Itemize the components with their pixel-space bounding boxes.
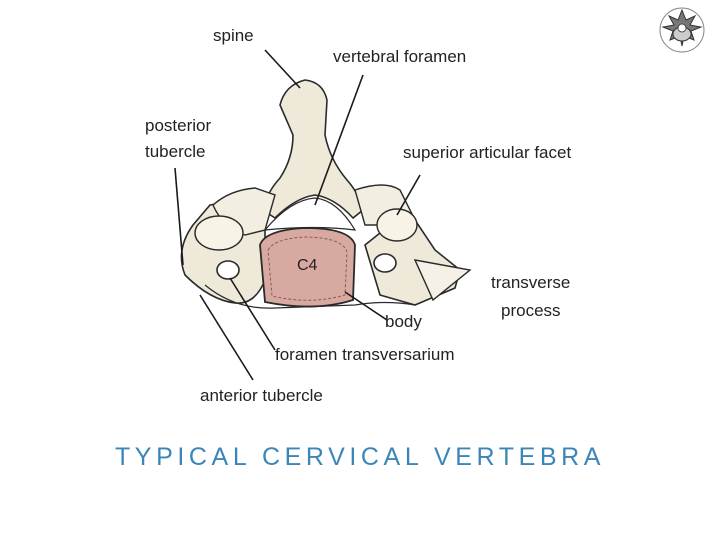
right-foramen-transversarium (373, 253, 397, 273)
inferior-outline (204, 284, 416, 309)
label-anterior-tubercle: anterior tubercle (200, 386, 323, 405)
label-superior-articular-facet: superior articular facet (403, 143, 572, 162)
right-transverse-tip (413, 259, 472, 302)
right-articular-facet (376, 208, 418, 242)
label-vertebral-foramen: vertebral foramen (333, 47, 467, 66)
leader-posterior-tubercle (174, 167, 184, 266)
leader-superior-articular-facet (396, 174, 421, 216)
label-foramen-transversarium: foramen transversarium (275, 345, 455, 364)
vertebral-body (259, 227, 356, 308)
leader-body (344, 291, 388, 321)
label-posterior-tubercle-line1: posterior (145, 116, 212, 135)
label-transverse-process-line1: transverse (491, 273, 571, 292)
vertebra-drawing (174, 49, 472, 381)
left-foramen-transversarium (216, 260, 240, 280)
leader-foramen-transversarium (229, 277, 276, 351)
spinous-process (262, 79, 364, 220)
label-posterior-tubercle-line2: tubercle (145, 142, 206, 161)
label-spine: spine (213, 26, 254, 45)
vertebra-figure: C4 spine vertebral foramen posterior tub… (115, 20, 620, 415)
vertebral-body-rim (267, 236, 348, 301)
leader-anterior-tubercle (199, 294, 254, 381)
slide-title: TYPICAL CERVICAL VERTEBRA (114, 443, 606, 471)
label-body: body (385, 312, 422, 331)
leader-vertebral-foramen (314, 74, 364, 206)
vertebra-logo-icon (657, 6, 707, 54)
left-articular-facet (194, 215, 244, 251)
label-transverse-process-line2: process (501, 301, 561, 320)
leader-spine (264, 49, 301, 89)
vertebral-foramen (263, 197, 357, 231)
vertebra-level-label: C4 (297, 257, 318, 274)
